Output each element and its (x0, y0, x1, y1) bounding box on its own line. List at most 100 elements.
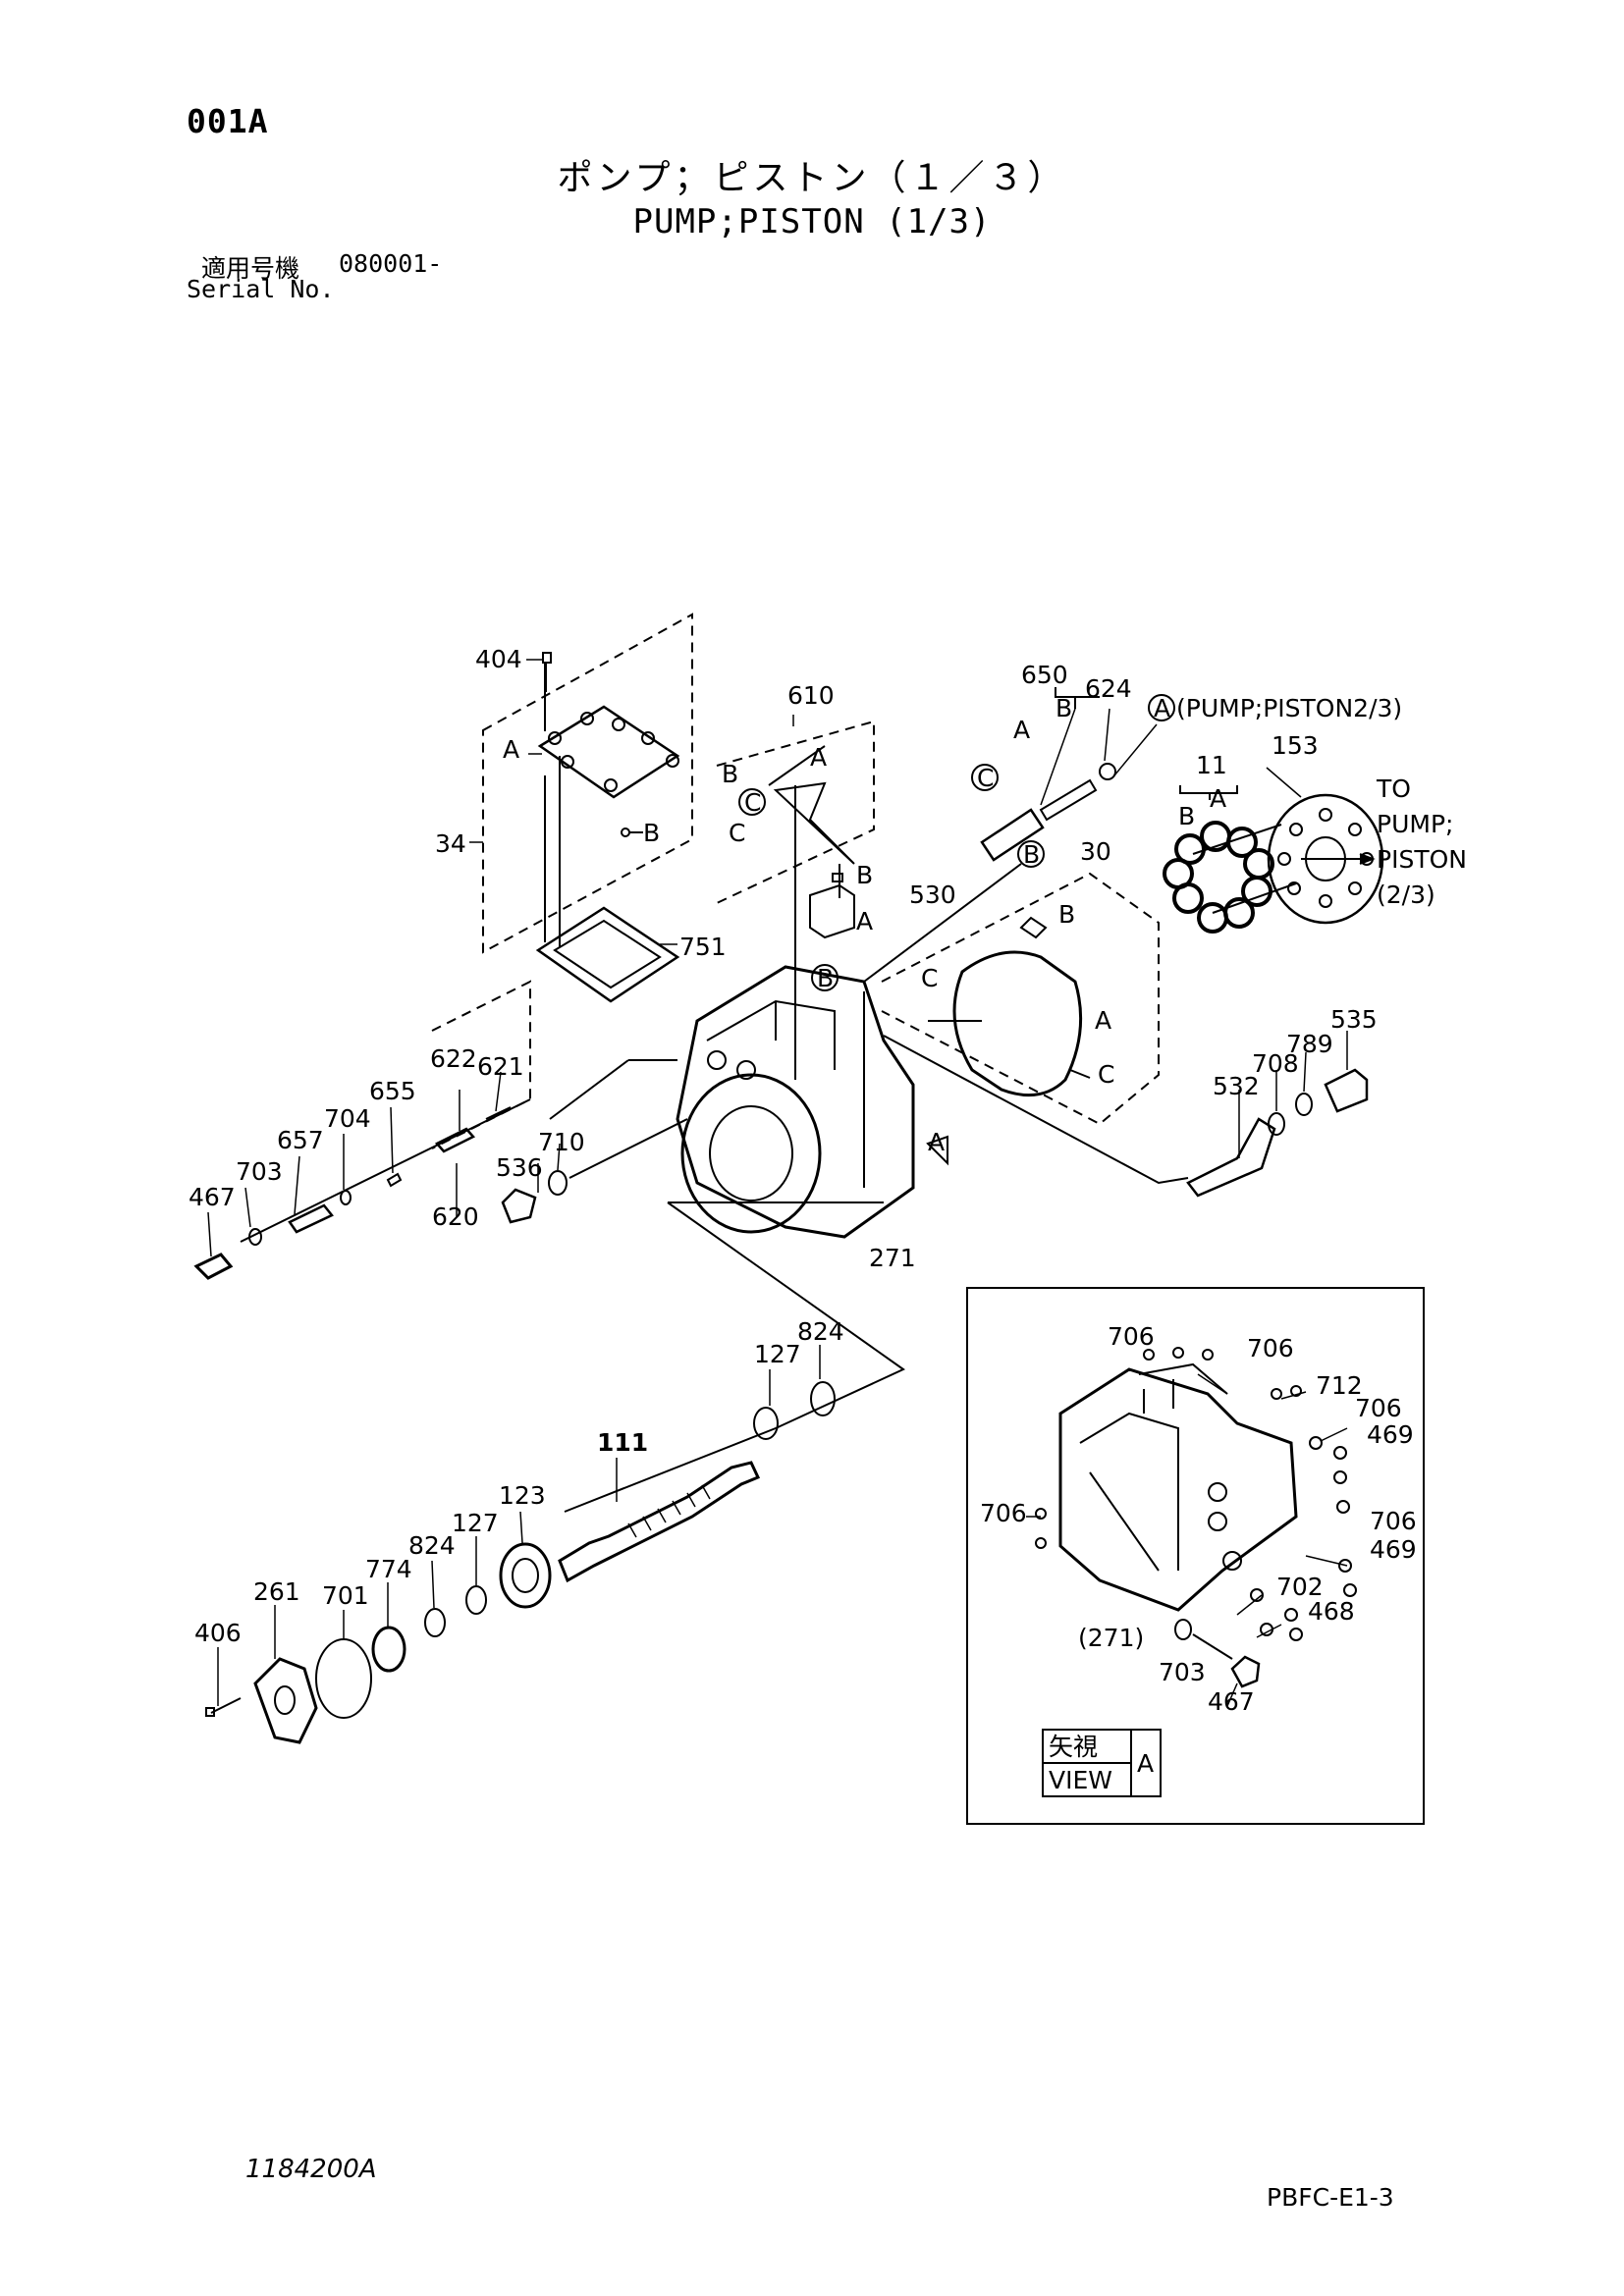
callout-a-cover: A (503, 735, 519, 764)
view-label-english: VIEW (1049, 1766, 1112, 1794)
piston-assembly-11 (1163, 821, 1297, 934)
callout-404: 404 (475, 645, 522, 673)
circle-c-650: C (977, 764, 994, 792)
callout-751: 751 (679, 933, 727, 961)
callout-c2-30: C (1098, 1060, 1114, 1089)
view-label-letter: A (1137, 1749, 1154, 1778)
to-label-3: PISTON (1377, 845, 1467, 874)
callout-34: 34 (435, 829, 466, 858)
callout-650: 650 (1021, 661, 1068, 689)
callout-536: 536 (496, 1153, 543, 1182)
callout-624: 624 (1085, 674, 1132, 703)
callout-b-cover: B (643, 819, 660, 847)
circle-b-530: B (817, 964, 834, 992)
callout-b-11: B (1178, 802, 1195, 830)
to-label-2: PUMP; (1377, 810, 1453, 838)
callout-657: 657 (277, 1126, 324, 1154)
callout-a-30: A (1095, 1006, 1111, 1035)
drawing-number: 1184200A (245, 2155, 377, 2184)
cover-bolts (548, 712, 679, 792)
ring-824b (424, 1608, 446, 1637)
callout-703: 703 (236, 1157, 283, 1186)
view-callout-706-c: 706 (1355, 1394, 1402, 1422)
plug-536 (501, 1188, 537, 1224)
callout-406: 406 (194, 1619, 242, 1647)
title-english: PUMP;PISTON (1/3) (632, 202, 992, 241)
callout-c-30: C (921, 964, 938, 992)
parts-620-chain (193, 1098, 531, 1280)
view-oring-703 (1174, 1619, 1192, 1640)
cap-535 (1324, 1068, 1369, 1113)
view-callout-469-b: 469 (1370, 1535, 1417, 1564)
callout-c-610: C (729, 819, 745, 847)
circle-a-ref: A (1154, 694, 1170, 722)
callout-127-upper: 127 (754, 1340, 801, 1368)
view-callout-271: (271) (1078, 1624, 1144, 1652)
lever-610 (768, 745, 855, 865)
callout-704: 704 (324, 1104, 371, 1133)
callout-111: 111 (597, 1428, 648, 1457)
callout-655: 655 (369, 1077, 416, 1105)
drive-shaft-111 (558, 1461, 761, 1583)
callout-824-lower: 824 (408, 1531, 456, 1560)
ring-789 (1295, 1093, 1313, 1116)
callout-824-upper: 824 (797, 1317, 844, 1346)
seal-cover-261 (253, 1657, 318, 1744)
callout-11: 11 (1196, 751, 1227, 779)
page-reference: PBFC-E1-3 (1267, 2183, 1394, 2212)
callout-a-610: A (810, 743, 827, 772)
callout-30: 30 (1080, 837, 1111, 866)
view-callout-702: 702 (1276, 1573, 1324, 1601)
snap-ring-127b (465, 1585, 487, 1615)
circle-b-30: B (1023, 840, 1040, 869)
callout-pump-ref: (PUMP;PISTON2/3) (1176, 694, 1402, 722)
view-callout-706-d: 706 (980, 1499, 1027, 1527)
callout-271: 271 (869, 1244, 916, 1272)
sleeve-650 (980, 808, 1045, 862)
casing-view-271 (1058, 1367, 1298, 1612)
callout-701: 701 (322, 1581, 369, 1610)
serial-label-japanese: 適用号機 (201, 254, 300, 283)
callout-622: 622 (430, 1044, 477, 1073)
swash-group-frame (881, 872, 1160, 1126)
view-callout-703: 703 (1159, 1658, 1206, 1686)
callout-261: 261 (253, 1577, 300, 1606)
bearing-123 (499, 1542, 552, 1609)
serial-label-english: Serial No. (187, 275, 335, 303)
oring-701 (315, 1638, 372, 1719)
spool-650 (1039, 778, 1098, 822)
callout-123: 123 (499, 1481, 546, 1510)
callout-530: 530 (909, 881, 956, 909)
view-callout-469-a: 469 (1367, 1420, 1414, 1449)
ring-824a (810, 1381, 836, 1416)
bolt-404 (542, 652, 552, 692)
oring-708 (1268, 1112, 1285, 1136)
cover-group-frame (482, 613, 693, 954)
callout-a-11: A (1210, 784, 1226, 813)
bolt-406 (210, 1697, 242, 1714)
group-620-frame (431, 980, 531, 1149)
view-a-bolts (1035, 1347, 1357, 1641)
snap-ring-127a (753, 1407, 779, 1440)
callout-789: 789 (1286, 1030, 1333, 1058)
page-code: 001A (187, 102, 269, 140)
view-callout-706-a: 706 (1108, 1322, 1155, 1351)
block-530 (809, 883, 855, 939)
circle-c-610: C (744, 788, 761, 817)
serial-value: 080001- (339, 249, 443, 278)
view-a-frame (966, 1287, 1425, 1825)
callout-127-lower: 127 (452, 1509, 499, 1537)
callout-621: 621 (477, 1052, 524, 1081)
view-callout-468: 468 (1308, 1597, 1355, 1626)
to-label-1: TO (1376, 774, 1411, 803)
title-japanese: ポンプ；ピストン（１／３） (557, 158, 1067, 198)
cover-plate (537, 705, 680, 799)
swash-plate-30 (952, 950, 1083, 1097)
callout-153: 153 (1272, 731, 1319, 760)
oil-seal-774 (371, 1626, 406, 1673)
callout-b-650: B (1056, 694, 1072, 722)
view-plug-467 (1230, 1655, 1261, 1688)
view-callout-706-e: 706 (1370, 1507, 1417, 1535)
view-callout-467: 467 (1208, 1687, 1255, 1716)
